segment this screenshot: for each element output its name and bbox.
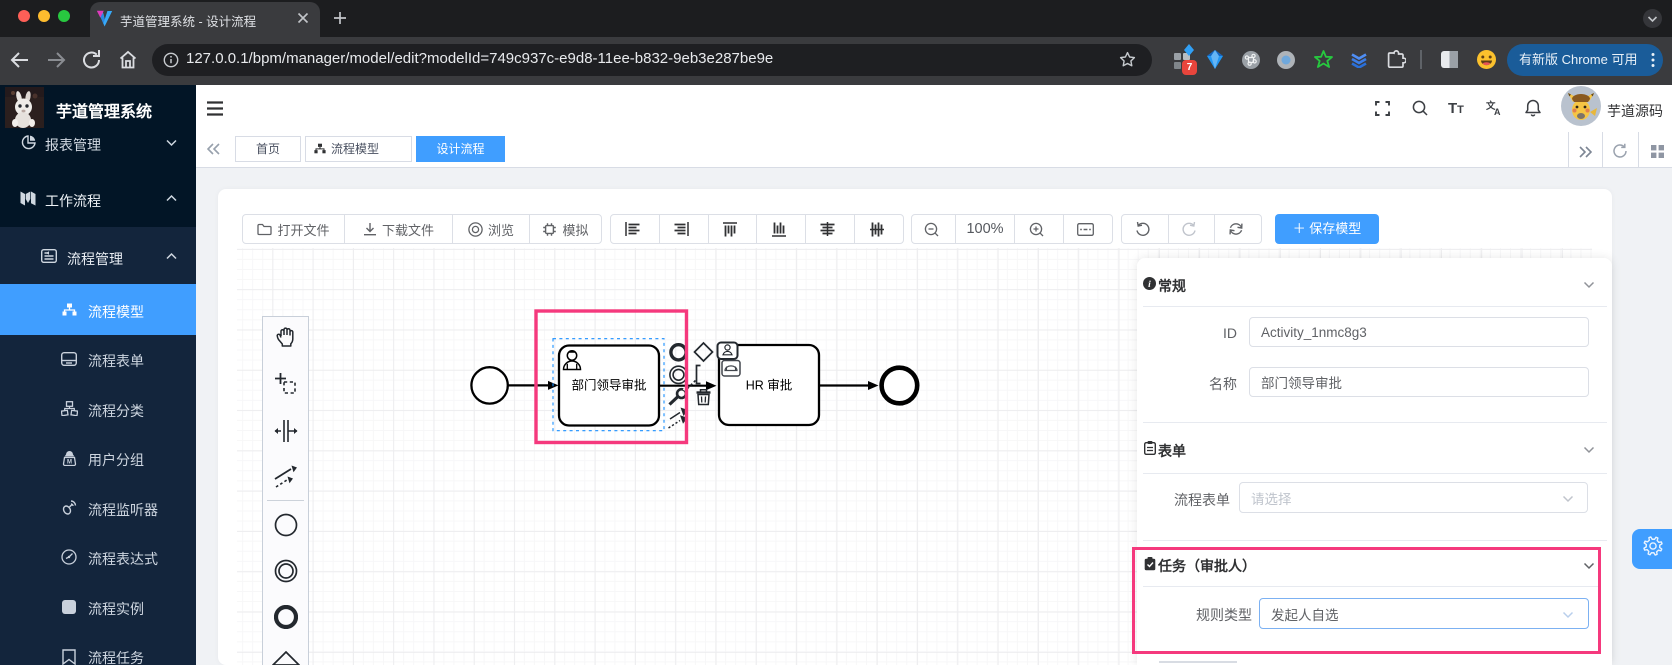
svg-text:HR 审批: HR 审批 [746,378,793,393]
svg-text:文: 文 [1486,100,1496,112]
svg-text:部门领导审批: 部门领导审批 [571,378,646,393]
svg-text:A: A [1494,107,1501,116]
svg-text:M: M [67,460,72,466]
svg-text:i: i [1148,280,1151,290]
